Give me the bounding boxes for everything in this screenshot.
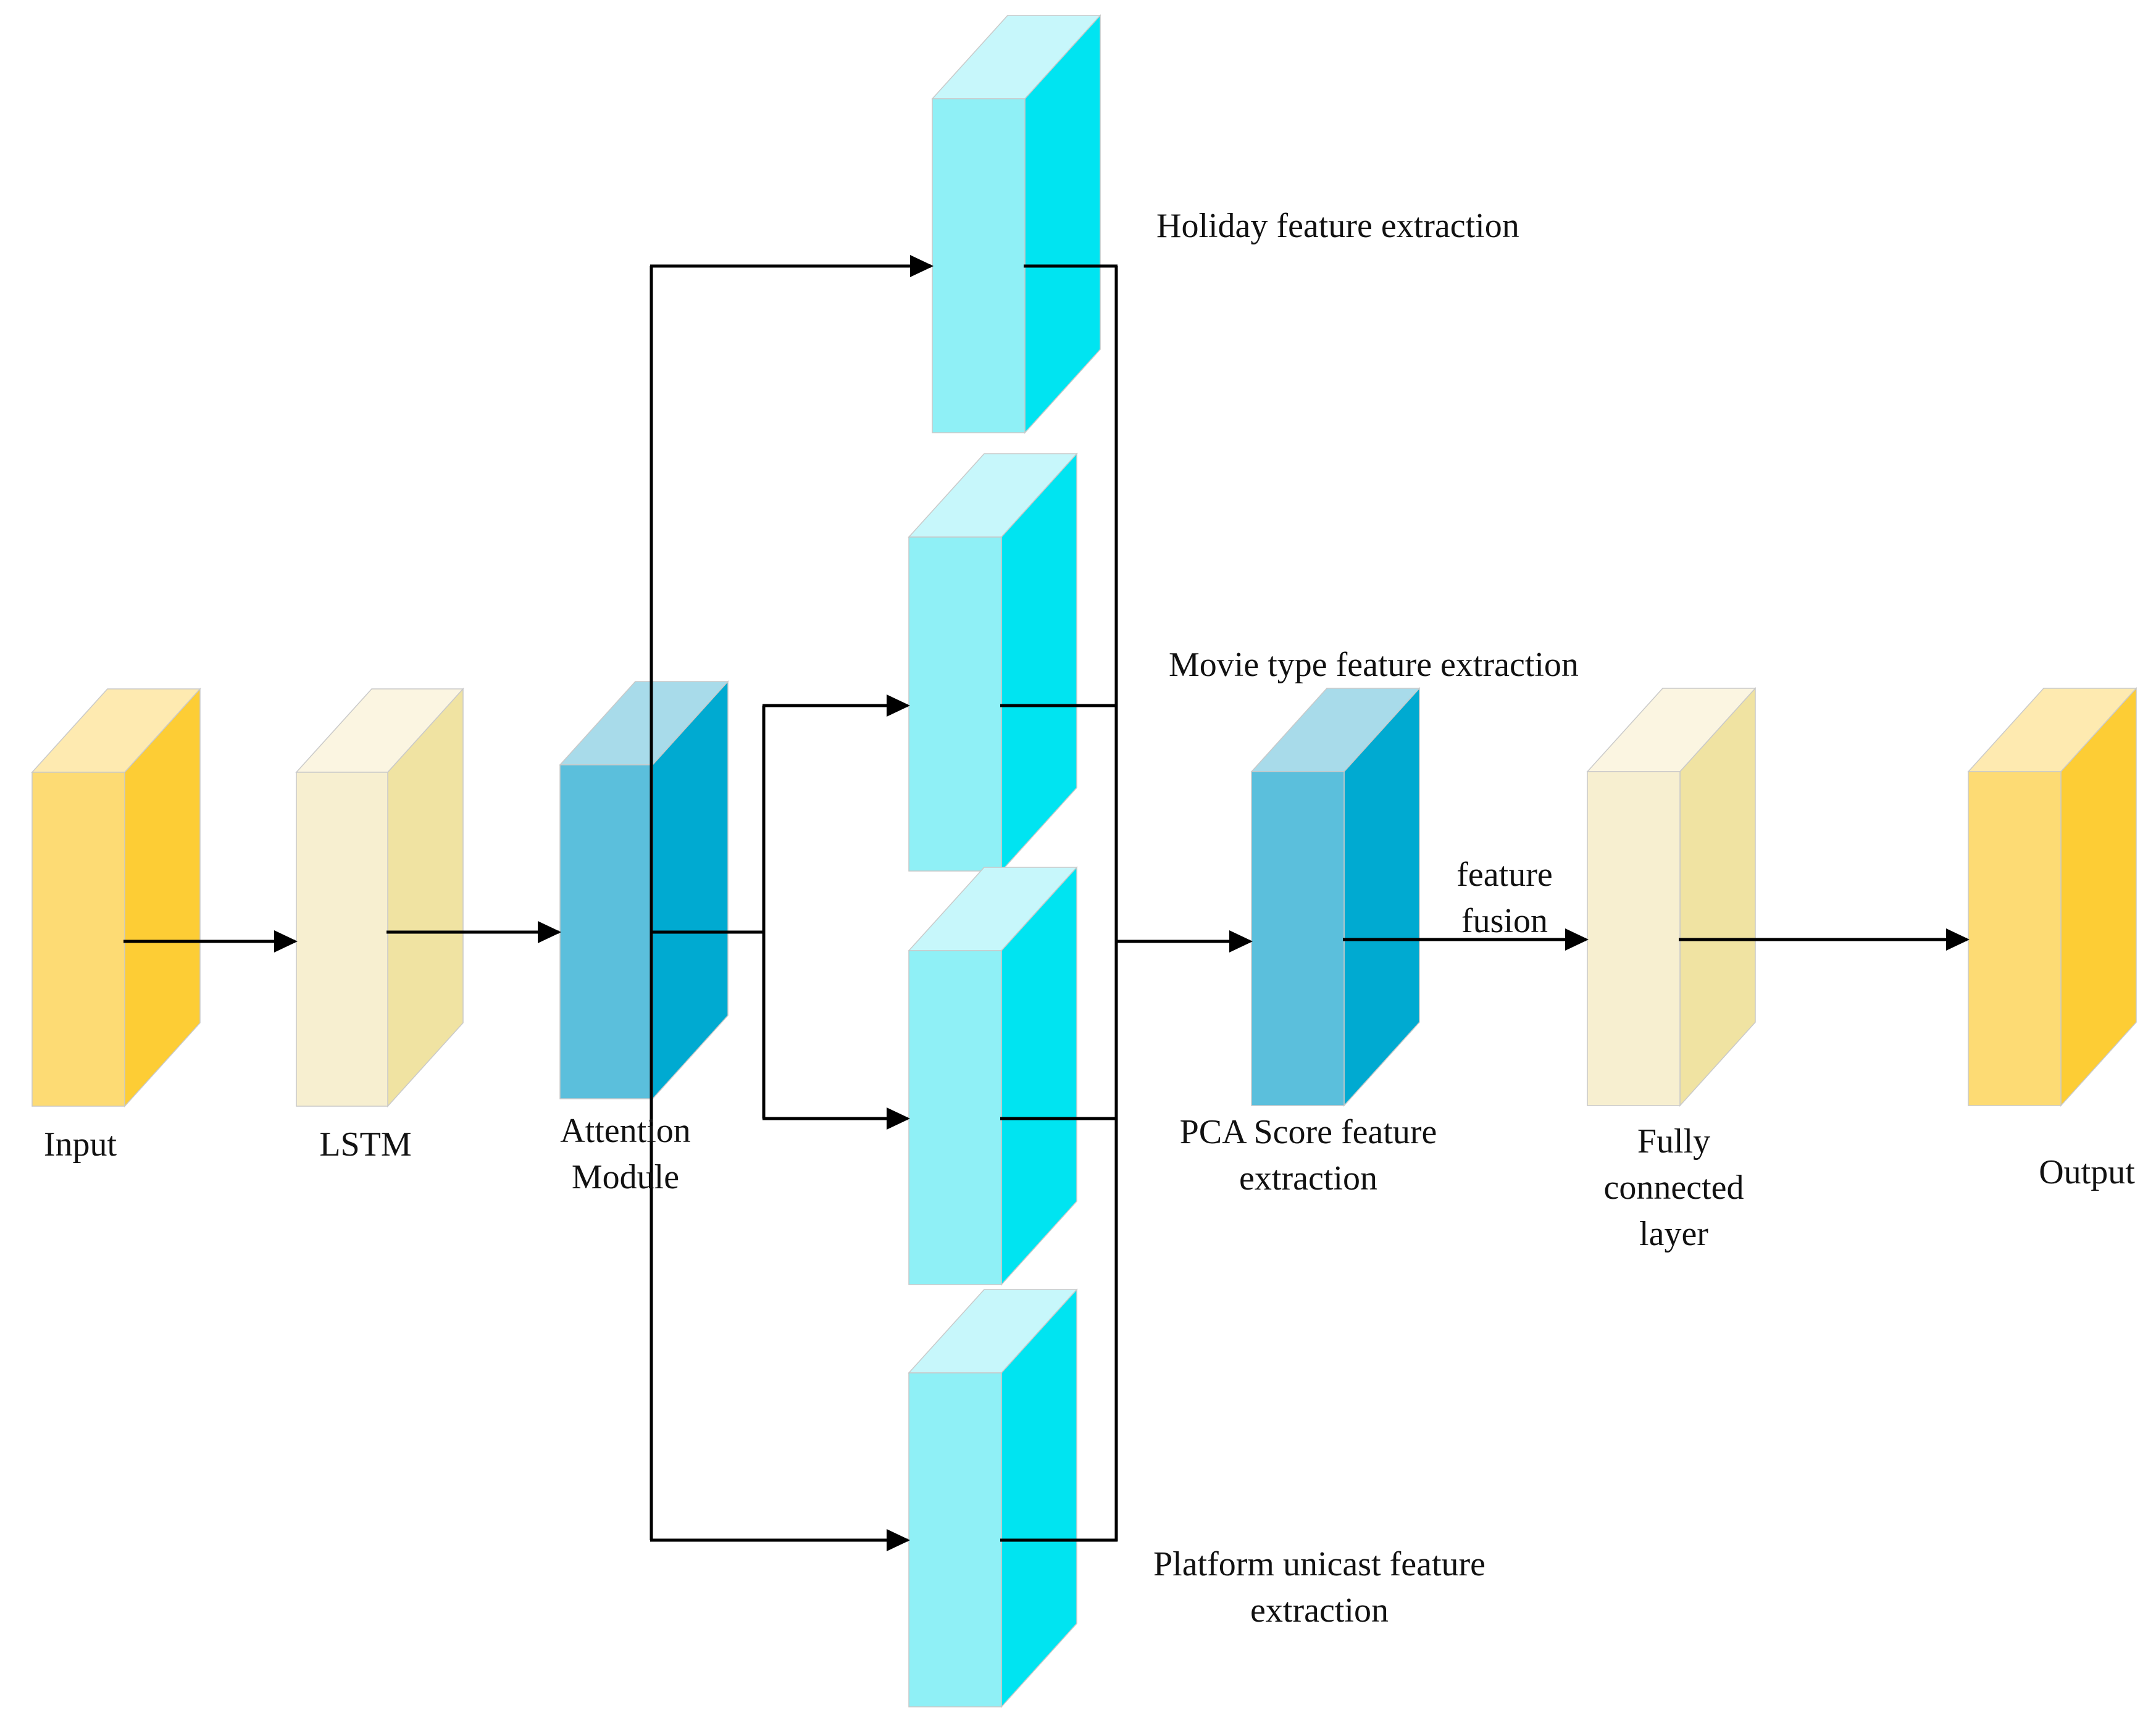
lstm-arrowhead: [274, 930, 298, 952]
platform-arrowhead: [887, 1529, 910, 1551]
lstm-block: [295, 688, 464, 1107]
pca-arrowhead: [1229, 930, 1253, 952]
fusion-label-line-2: fusion: [1461, 902, 1548, 940]
fc-arrowhead: [1565, 928, 1589, 951]
fc-label-line-2: connected: [1604, 1169, 1744, 1207]
attention-label-line-2: Module: [572, 1158, 679, 1196]
lstm-label: LSTM: [319, 1125, 411, 1164]
output-arrowhead: [1946, 928, 1970, 951]
platform-label-line-2: extraction: [1250, 1591, 1389, 1630]
holiday-feature-block: [931, 14, 1101, 434]
fully-connected-block: [1586, 687, 1757, 1107]
fc-label-line-1: Fully: [1637, 1122, 1710, 1161]
attention-block-front-face: [559, 764, 653, 1099]
pca-branch-feature-block: [908, 866, 1078, 1286]
attention-arrowhead: [538, 921, 561, 943]
movie-type-arrowhead: [887, 694, 910, 717]
output-label: Output: [2039, 1153, 2135, 1191]
pca-branch-arrowhead: [887, 1107, 910, 1130]
attention-block: [559, 680, 729, 1100]
holiday-label: Holiday feature extraction: [1156, 207, 1519, 245]
pca-label-line-1: PCA Score feature: [1180, 1113, 1437, 1151]
movie-type-feature-block-front-face: [908, 536, 1002, 872]
platform-feature-block: [908, 1288, 1078, 1708]
platform-label-line-1: Platform unicast feature: [1153, 1545, 1485, 1583]
input-block-front-face: [31, 772, 125, 1107]
fully-connected-block-front-face: [1587, 771, 1681, 1106]
pca-label-line-2: extraction: [1239, 1159, 1377, 1198]
holiday-feature-block-front-face: [932, 98, 1026, 433]
fc-label-line-3: layer: [1639, 1215, 1708, 1253]
movie-type-feature-block: [908, 452, 1078, 872]
attention-label-line-1: Attention: [560, 1112, 691, 1150]
output-block-front-face: [1968, 771, 2062, 1106]
output-block: [1967, 687, 2137, 1107]
holiday-arrowhead: [910, 255, 934, 277]
pca-branch-feature-block-front-face: [908, 950, 1002, 1285]
lstm-block-front-face: [296, 772, 388, 1107]
fusion-label-line-1: feature: [1456, 856, 1552, 894]
pca-score-block: [1250, 687, 1421, 1107]
input-block: [31, 688, 201, 1107]
platform-feature-block-front-face: [908, 1372, 1002, 1707]
input-label: Input: [44, 1125, 117, 1164]
movie-type-label: Movie type feature extraction: [1169, 646, 1579, 684]
pca-score-block-front-face: [1251, 771, 1345, 1106]
